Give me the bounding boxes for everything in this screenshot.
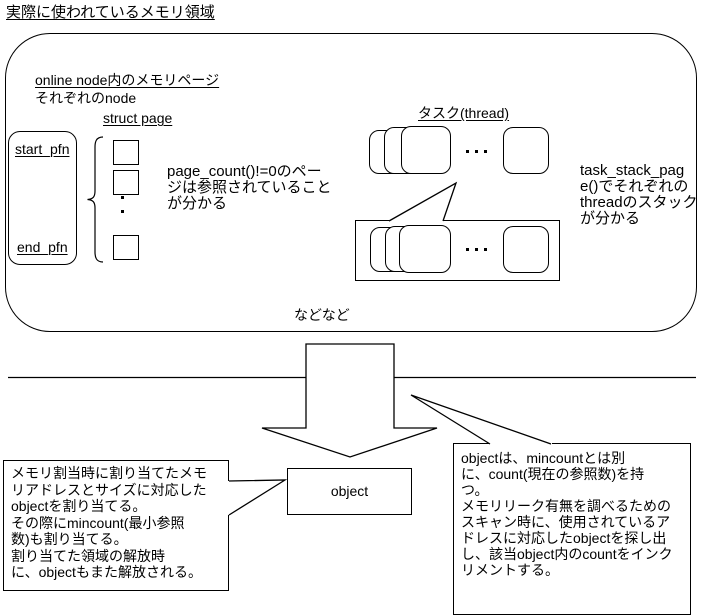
thread-stack-card-single [503, 226, 549, 273]
horizontal-ellipsis-icon [466, 248, 469, 251]
horizontal-ellipsis-icon [475, 248, 478, 251]
horizontal-ellipsis-icon [466, 150, 469, 153]
online-node-label: online node内のメモリページ [35, 72, 220, 88]
right-callout-pointer [410, 394, 552, 445]
horizontal-ellipsis-icon [484, 248, 487, 251]
object-label: object [330, 483, 369, 499]
start-pfn-label: start_pfn [15, 141, 70, 157]
page-square-2 [113, 170, 139, 195]
count-callout-box: objectは、mincountとは別 に、count(現在の参照数)を持 つ。… [453, 443, 691, 615]
object-box: object [287, 468, 412, 515]
memory-leak-diagram: { "colors": { "ink": "#000000", "paper":… [3, 4, 698, 615]
task-stack-note: task_stack_pag e()でそれぞれの threadのスタック が分か… [580, 162, 698, 227]
horizontal-ellipsis-icon [475, 150, 478, 153]
thread-stack-card-single [503, 127, 549, 174]
task-thread-label: タスク(thread) [418, 105, 510, 121]
page-count-note: page_count()!=0のペー ジは参照されていること が分かる [167, 163, 332, 212]
page-square-3 [113, 235, 139, 260]
vertical-ellipsis-icon [121, 210, 124, 213]
end-pfn-label: end_pfn [17, 239, 68, 255]
page-square-1 [113, 140, 139, 165]
thread-stack-card-front [399, 225, 451, 273]
horizontal-ellipsis-icon [484, 150, 487, 153]
allocation-callout-text: メモリ割当時に割り当てたメモ リアドレスとサイズに対応した objectを割り当… [11, 465, 207, 580]
each-node-label: それぞれのnode [35, 90, 137, 106]
count-callout-text: objectは、mincountとは別 に、count(現在の参照数)を持 つ。… [461, 450, 673, 578]
vertical-ellipsis-icon [121, 196, 124, 199]
left-callout-pointer [228, 479, 288, 516]
page-title: 実際に使われているメモリ領域 [6, 4, 215, 21]
allocation-callout-box: メモリ割当時に割り当てたメモ リアドレスとサイズに対応した objectを割り当… [3, 460, 229, 591]
down-arrow [261, 343, 438, 458]
thread-stack-card-front [401, 126, 451, 174]
etc-label: などなど [294, 307, 350, 323]
struct-page-label: struct page [103, 110, 173, 126]
pfn-range-box: start_pfn end_pfn [8, 131, 77, 265]
